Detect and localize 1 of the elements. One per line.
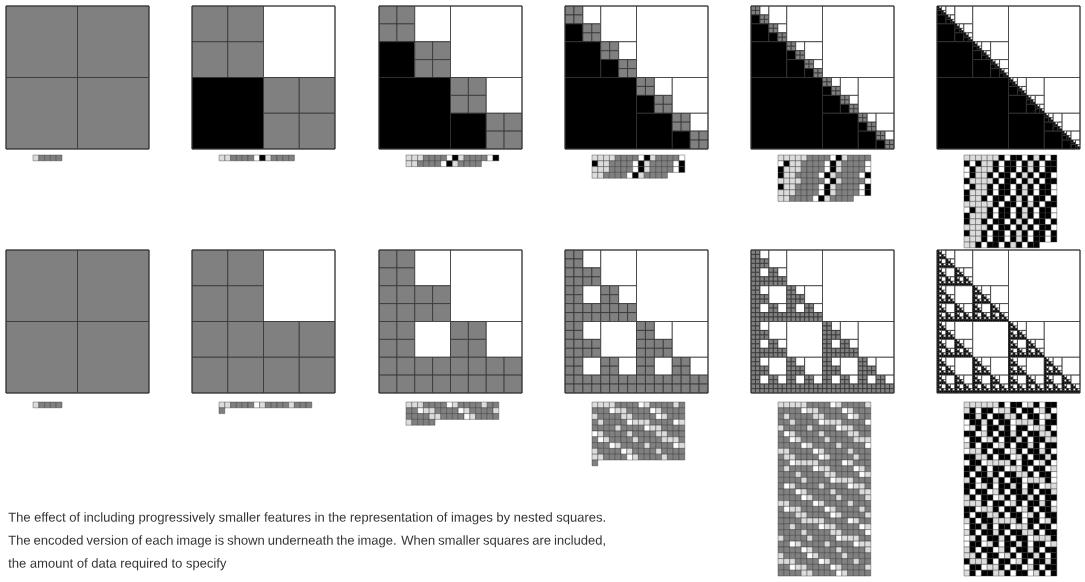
caption: The effect of including progressively smaller features in the representation of images by nested squares. The encoded version of each image is shown underneath the image. When smaller squares are included, the amount of data required to specify (8, 512, 605, 571)
